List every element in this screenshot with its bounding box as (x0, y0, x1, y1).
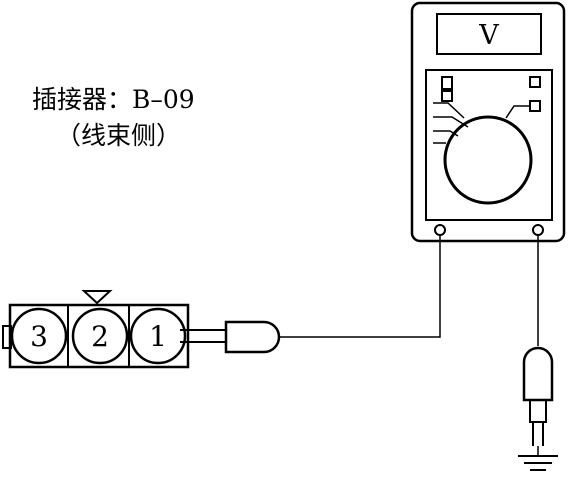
ground-probe[interactable] (522, 346, 554, 456)
pin-label-2: 2 (91, 320, 109, 353)
meter-display (436, 13, 542, 55)
range-indicator-2 (441, 90, 453, 102)
pin-cavity-2 (71, 307, 129, 365)
pin-label-3: 3 (30, 320, 48, 353)
connector-title: 插接器：B–09 (32, 85, 195, 114)
connector-key-icon (81, 290, 113, 305)
range-indicator-3 (529, 76, 541, 88)
v-jack[interactable] (532, 224, 544, 236)
connector-subtitle: （线束侧） (56, 121, 181, 150)
probe-icon[interactable] (180, 320, 281, 354)
meter-panel (425, 69, 553, 221)
pin-label-1: 1 (149, 320, 167, 353)
range-ticks (433, 102, 530, 144)
range-indicator-4 (529, 100, 541, 112)
lead-wire-positive (280, 235, 441, 338)
range-indicator-1 (441, 76, 453, 90)
selector-dial[interactable] (443, 115, 533, 205)
meter-display-value: V (478, 20, 499, 51)
pin-cavity-1 (129, 307, 187, 365)
connector-b09: 3 2 1 (2, 290, 190, 369)
multimeter: V (410, 1, 566, 243)
ground-icon (518, 455, 558, 471)
com-jack[interactable] (434, 224, 446, 236)
meter-body (410, 1, 566, 243)
pin-cavity-3 (10, 307, 68, 365)
